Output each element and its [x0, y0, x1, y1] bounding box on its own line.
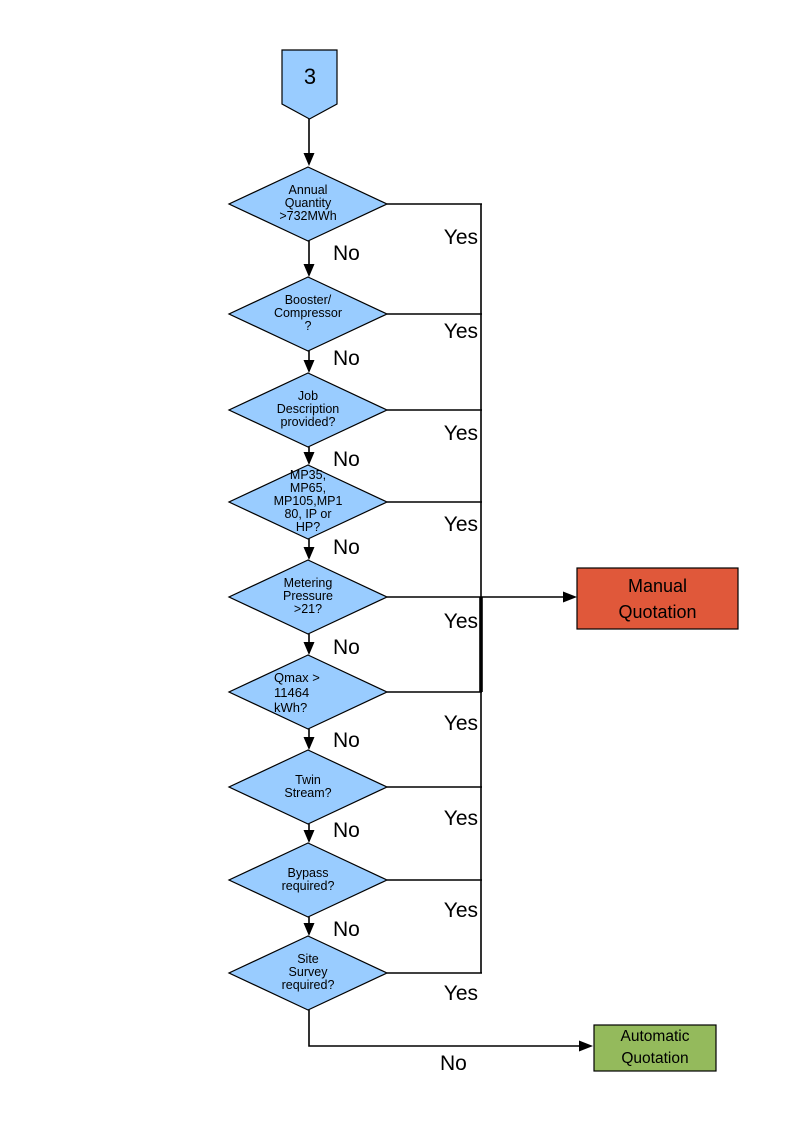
yes-label-d5: Yes	[443, 610, 478, 633]
decision-twin-stream-label: Twin Stream?	[284, 773, 332, 800]
arrowhead-d7	[303, 737, 315, 750]
decision-booster-compressor-shape	[227, 276, 389, 352]
offpage-connector-label: 3	[303, 64, 317, 89]
decision-bypass-label: Bypass required?	[281, 866, 335, 893]
no-label-d9: No	[440, 1052, 467, 1075]
decision-qmax-label: Qmax > 11464 kWh?	[274, 670, 320, 715]
decision-annual-quantity-shape	[227, 166, 389, 242]
yes-label-d6: Yes	[443, 712, 478, 735]
no-label-d2: No	[333, 347, 360, 370]
decision-twin-stream-shape	[227, 749, 389, 825]
yes-label-d9: Yes	[443, 982, 478, 1005]
arrowhead-d2	[303, 264, 315, 277]
no-label-d7: No	[333, 819, 360, 842]
arrowhead-d5	[303, 547, 315, 560]
yes-label-d7: Yes	[443, 807, 478, 830]
yes-label-d8: Yes	[443, 899, 478, 922]
decision-site-survey-label: Site Survey required?	[281, 952, 335, 992]
no-label-d3: No	[333, 448, 360, 471]
automatic-quotation-shape	[593, 1024, 717, 1072]
decision-job-description-label: Job Description provided?	[276, 389, 340, 429]
decision-pressure-tier-shape	[227, 464, 389, 540]
decision-booster-compressor-label: Booster/ Compressor ?	[273, 293, 343, 333]
arrowhead-d9	[303, 923, 315, 936]
arrowhead-d3	[303, 360, 315, 373]
offpage-connector-shape	[281, 49, 338, 120]
no-label-d5: No	[333, 636, 360, 659]
flow-edges	[303, 118, 593, 1052]
decision-metering-pressure-label: Metering Pressure >21?	[282, 576, 334, 616]
automatic-quotation-label: Automatic Quotation	[620, 1028, 690, 1067]
manual-quotation-shape	[576, 567, 739, 630]
yes-label-d3: Yes	[443, 422, 478, 445]
yes-label-d2: Yes	[443, 320, 478, 343]
arrowhead-d8	[303, 830, 315, 843]
arrowhead-automatic	[579, 1040, 593, 1052]
decision-bypass-shape	[227, 842, 389, 918]
decision-pressure-tier-label: MP35, MP65, MP105,MP1 80, IP or HP?	[273, 468, 343, 534]
arrowhead-manual	[563, 591, 577, 603]
no-label-d8: No	[333, 918, 360, 941]
decision-metering-pressure-shape	[227, 559, 389, 635]
decision-annual-quantity-label: Annual Quantity >732MWh	[279, 183, 337, 223]
arrowhead-d1	[303, 153, 315, 166]
manual-quotation-label: Manual Quotation	[618, 575, 697, 622]
no-label-d6: No	[333, 729, 360, 752]
edge-to-automatic	[308, 1010, 581, 1047]
decision-qmax-shape	[227, 654, 389, 730]
arrowhead-d6	[303, 642, 315, 655]
no-label-d4: No	[333, 536, 360, 559]
no-label-d1: No	[333, 242, 360, 265]
yes-label-d4: Yes	[443, 513, 478, 536]
decision-job-description-shape	[227, 372, 389, 448]
arrowhead-d4	[303, 452, 315, 465]
decision-site-survey-shape	[227, 935, 389, 1011]
yes-label-d1: Yes	[443, 226, 478, 249]
